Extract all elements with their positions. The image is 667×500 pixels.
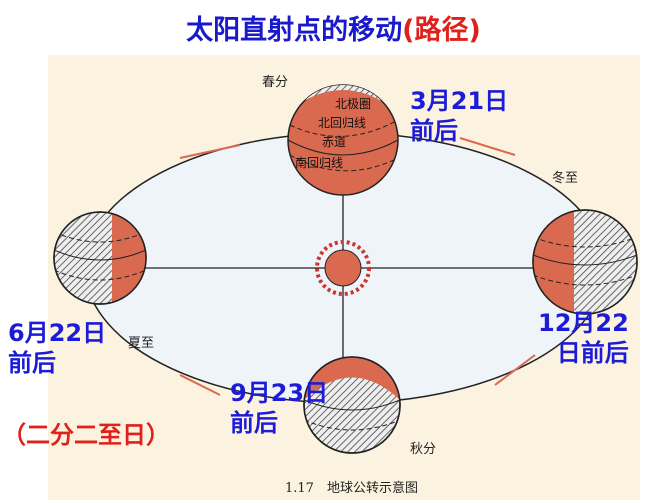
globe-summer [53,211,147,305]
sun-icon [315,240,371,296]
label-autumn-equinox: 秋分 [410,442,436,457]
date-june: 6月22日前后 [8,319,107,377]
label-winter-solstice: 冬至 [552,170,578,186]
title-main: 太阳直射点的移动 [186,15,403,46]
title-paren: (路径) [402,15,481,46]
label-arctic-circle: 北极圈 [335,97,371,111]
label-equator: 赤道 [322,135,346,149]
label-tropic-cancer: 北回归线 [318,116,366,130]
label-tropic-capricorn: 南回归线 [295,155,343,170]
label-summer-solstice: 夏至 [128,336,154,351]
note-solstices-equinoxes: （二分二至日） [2,421,170,449]
figure-caption: 1.17 地球公转示意图 [285,480,418,496]
label-spring-equinox: 春分 [262,75,288,90]
date-september: 9月23日前后 [230,379,329,437]
orbit-arrows [179,137,536,396]
date-march: 3月21日前后 [410,87,509,145]
page-title: 太阳直射点的移动(路径) [0,8,667,47]
